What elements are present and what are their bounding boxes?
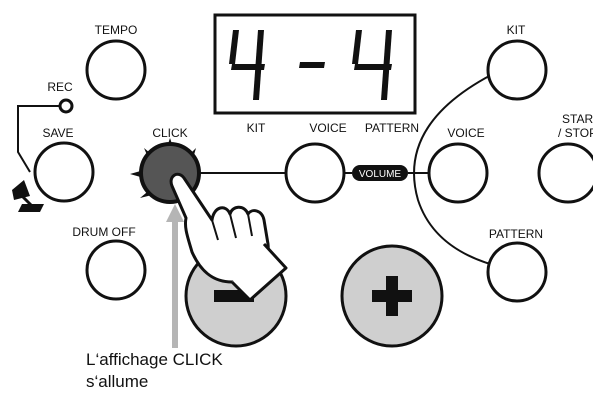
rec-label: REC	[47, 80, 73, 94]
callout-line-2: s‘allume	[86, 372, 148, 391]
tempo-label: TEMPO	[95, 23, 138, 37]
plus-icon	[372, 276, 412, 316]
display-label-pattern: PATTERN	[365, 121, 419, 135]
start-stop-button[interactable]	[537, 142, 593, 204]
pedal-icon	[12, 180, 44, 212]
drum-off-label: DRUM OFF	[72, 225, 135, 239]
display-digit-3	[352, 30, 392, 100]
pattern-label: PATTERN	[489, 227, 543, 241]
start-stop-label-1: START	[562, 112, 593, 126]
pointing-hand-icon	[169, 172, 288, 302]
voice-button[interactable]	[427, 142, 489, 204]
display-digit-2	[299, 62, 325, 68]
callout-line-1: L‘affichage CLICK	[86, 350, 223, 369]
display-voice-button[interactable]	[284, 142, 346, 204]
pattern-button[interactable]	[486, 241, 548, 303]
drum-off-button[interactable]	[85, 239, 147, 301]
display-digit-1	[229, 30, 265, 100]
kit-label: KIT	[507, 23, 526, 37]
display-label-voice: VOICE	[309, 121, 346, 135]
right-arc	[413, 67, 506, 269]
callout-arrow	[166, 204, 184, 348]
save-label: SAVE	[42, 126, 73, 140]
voice-label: VOICE	[447, 126, 484, 140]
tempo-button[interactable]	[85, 39, 147, 101]
save-button[interactable]	[33, 141, 95, 203]
volume-badge	[352, 165, 408, 181]
rec-indicator	[58, 98, 74, 114]
click-label: CLICK	[152, 126, 187, 140]
volume-label: VOLUME	[359, 169, 402, 180]
display-label-kit: KIT	[247, 121, 266, 135]
rec-connector-line	[17, 105, 60, 173]
kit-button[interactable]	[486, 39, 548, 101]
